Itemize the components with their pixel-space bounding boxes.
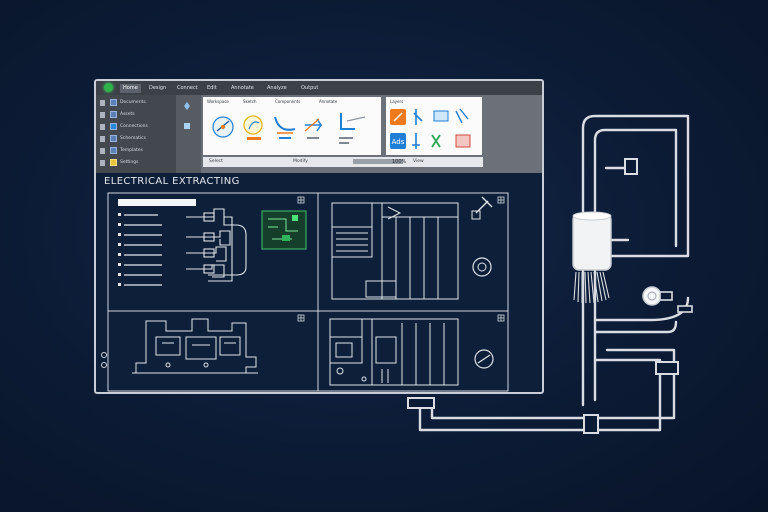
folder-icon: [110, 111, 117, 118]
plug-icon[interactable]: [412, 133, 420, 149]
tab-annotate[interactable]: Annotate: [231, 85, 254, 91]
gauge-icon: [642, 286, 693, 313]
brush-icon[interactable]: [182, 121, 192, 131]
ribbon-panel-main: Workspace Sketch Components Annotate: [203, 97, 381, 155]
ribbon-group-label: Annotate: [319, 99, 338, 104]
ribbon-group-label: Components: [275, 99, 301, 104]
tab-connect[interactable]: Connect: [177, 85, 198, 91]
zoom-level[interactable]: 100%: [392, 159, 407, 165]
nav-item-connections[interactable]: Connections: [100, 123, 172, 132]
ribbon-footer-label: Modify: [293, 159, 308, 164]
file-icon: [100, 148, 105, 154]
ribbon-group-label: Layers: [390, 99, 404, 104]
file-icon: [100, 136, 105, 142]
probe-icon[interactable]: [413, 109, 423, 125]
folder-icon: [110, 147, 117, 154]
pipe-return-loop: [418, 358, 662, 432]
project-title: ELECTRICAL EXTRACTING: [104, 176, 240, 187]
pliers-icon[interactable]: [455, 108, 469, 124]
project-navigator: Documents Assets Connections Schematics …: [96, 95, 176, 173]
file-icon: [100, 124, 105, 130]
file-icon: [100, 100, 105, 106]
ribbon-footer-label: View: [413, 159, 424, 164]
nav-item-label: Settings: [120, 160, 139, 165]
floor-plan-upper: [331, 202, 459, 300]
nav-item-settings[interactable]: Settings: [100, 159, 172, 168]
viewport-bottom-left[interactable]: [107, 310, 319, 392]
connector-top: [624, 158, 638, 175]
layer-search-bar[interactable]: [118, 199, 196, 206]
pipe-upper-loop: [581, 114, 690, 407]
nav-item-label: Documents: [120, 100, 146, 105]
folder-icon: [110, 135, 117, 142]
monitor-icon[interactable]: [433, 110, 449, 122]
bend-tool-icon[interactable]: [274, 116, 296, 139]
pipe-fittings: [407, 361, 679, 434]
nav-item-label: Assets: [120, 112, 135, 117]
ads-badge-text: Ads: [392, 138, 405, 146]
ribbon-tool-icons: [212, 113, 366, 144]
wire-tool-icon[interactable]: [339, 113, 366, 144]
app-logo-icon: [104, 83, 113, 92]
drawing-sheet[interactable]: [96, 187, 542, 394]
nav-item-label: Schematics: [120, 136, 146, 141]
nav-item-documents[interactable]: Documents: [100, 99, 172, 108]
tab-analyze[interactable]: Analyze: [267, 85, 287, 91]
pipe-right-branch: [594, 296, 690, 322]
tool-strip: [176, 95, 201, 173]
tab-home[interactable]: Home: [120, 84, 141, 93]
settings-small-icon[interactable]: [101, 352, 107, 368]
signal-list: [118, 213, 162, 286]
ribbon-group-label: Workspace: [207, 99, 229, 104]
circuit-board-icon[interactable]: [261, 210, 307, 250]
viewport-bottom-right[interactable]: [317, 310, 509, 392]
pipe-right-branch-2: [594, 320, 678, 334]
viewport-frames: [107, 192, 509, 392]
ribbon-footer-label: Select: [209, 159, 223, 164]
compass-icon[interactable]: [474, 349, 494, 369]
cutter-icon[interactable]: [431, 134, 441, 148]
compass-tool-icon[interactable]: [212, 116, 234, 138]
gear-icon[interactable]: [472, 257, 492, 277]
file-icon: [100, 160, 105, 166]
nav-item-label: Connections: [120, 124, 148, 129]
wrench-icon[interactable]: [471, 196, 493, 220]
nav-item-assets[interactable]: Assets: [100, 111, 172, 120]
ads-badge-icon[interactable]: [390, 133, 406, 149]
title-bar: Home Design Connect Edit Annotate Analyz…: [96, 81, 542, 95]
pipe-network: [418, 114, 690, 432]
file-icon: [100, 112, 105, 118]
star-icon: [110, 159, 117, 166]
wiring-schematic: [186, 208, 247, 282]
link-icon: [110, 123, 117, 130]
pipe-return-inner: [430, 348, 676, 420]
tab-output[interactable]: Output: [301, 85, 319, 91]
tab-edit[interactable]: Edit: [207, 85, 217, 91]
nav-item-schematics[interactable]: Schematics: [100, 135, 172, 144]
ribbon-status-row: Select Modify View: [203, 157, 483, 167]
equipment-elevation: [132, 318, 258, 374]
floor-plan-lower: [329, 318, 459, 386]
sketch-tool-icon[interactable]: [243, 115, 263, 140]
folder-icon: [110, 99, 117, 106]
tab-design[interactable]: Design: [149, 85, 167, 91]
ribbon-panel-layers: Layers Ads: [386, 97, 482, 155]
pin-icon[interactable]: [182, 101, 192, 111]
frame-grip-icons[interactable]: [297, 196, 505, 322]
ribbon-progress: [353, 159, 403, 164]
ribbon-group-label: Sketch: [243, 99, 257, 104]
filter-cylinder: [572, 211, 612, 304]
layer-tool-icons: Ads: [390, 108, 471, 149]
panel-icon[interactable]: [455, 134, 471, 148]
cad-application-window[interactable]: Home Design Connect Edit Annotate Analyz…: [94, 79, 544, 394]
nav-item-templates[interactable]: Templates: [100, 147, 172, 156]
arrow-tool-icon[interactable]: [304, 118, 323, 139]
nav-item-label: Templates: [120, 148, 143, 153]
pipe-inner-loop: [593, 128, 678, 402]
